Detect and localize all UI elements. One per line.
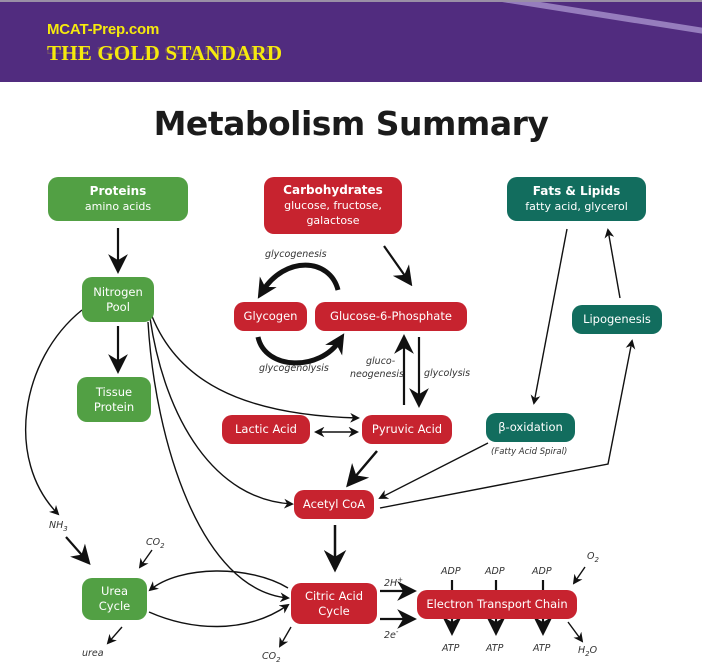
node-nitrogen-pool: Nitrogen Pool — [82, 277, 154, 322]
nitrogen-pool-line2: Pool — [106, 299, 130, 314]
lipogenesis-label: Lipogenesis — [583, 312, 651, 326]
carbohydrates-subtitle-1: glucose, fructose, — [284, 199, 382, 212]
node-urea-cycle: Urea Cycle — [82, 578, 147, 620]
label-adp-3: ADP — [532, 566, 552, 577]
h-plus-sup: + — [397, 576, 404, 584]
arrow-nitrogen-to-citric — [147, 321, 290, 603]
citric-acid-cycle-line2: Cycle — [318, 603, 350, 618]
label-urea: urea — [82, 648, 104, 659]
node-glucose-6-phosphate: Glucose-6-Phosphate — [315, 302, 467, 331]
node-pyruvic-acid: Pyruvic Acid — [362, 415, 452, 444]
label-glycolysis: glycolysis — [424, 368, 471, 379]
arrow-lipogenesis-to-fats — [604, 228, 621, 299]
label-atp-3: ATP — [533, 643, 551, 654]
node-lipogenesis: Lipogenesis — [572, 305, 662, 334]
arrow-glycogenolysis — [255, 333, 345, 366]
label-atp-2: ATP — [486, 643, 504, 654]
header-banner: MCAT-Prep.com THE GOLD STANDARD THE GOLD… — [0, 0, 702, 82]
o2-text: O — [587, 551, 595, 562]
brand-name: THE GOLD STANDARD — [47, 41, 283, 65]
arrow-co2-to-urea — [138, 549, 153, 569]
label-atp-1: ATP — [442, 643, 460, 654]
label-gluconeogenesis-2: neogenesis — [350, 369, 404, 380]
arrow-nitrogen-to-acetyl — [149, 317, 294, 509]
label-gluconeogenesis-1: gluco- — [366, 356, 396, 367]
h-plus-text: 2H — [384, 578, 398, 590]
h2o-h: H — [578, 645, 586, 656]
label-adp-1: ADP — [441, 566, 461, 577]
label-electrons: 2e- — [384, 626, 398, 642]
nitrogen-pool-line1: Nitrogen — [93, 284, 143, 299]
arrow-beta-to-acetyl — [378, 442, 489, 499]
urea-cycle-line2: Cycle — [98, 599, 131, 613]
label-glycogenolysis: glycogenolysis — [259, 363, 329, 374]
arrow-etc-to-h2o — [567, 621, 584, 643]
label-co2-urea: CO2 — [146, 537, 165, 552]
fats-title: Fats & Lipids — [532, 184, 621, 198]
urea-cycle-line1: Urea — [100, 584, 128, 598]
lactic-acid-label: Lactic Acid — [235, 422, 297, 436]
proteins-subtitle: amino acids — [84, 200, 152, 213]
label-o2: O2 — [587, 551, 599, 566]
nh3-sub: 3 — [63, 524, 68, 533]
proteins-title: Proteins — [89, 184, 147, 198]
pyruvic-acid-label: Pyruvic Acid — [371, 422, 443, 436]
electrons-text: 2e — [384, 630, 396, 642]
beta-oxidation-label: β-oxidation — [498, 420, 563, 434]
label-h2o: H2O — [578, 645, 597, 660]
nh3-text: NH — [49, 520, 64, 531]
tissue-protein-line2: Protein — [93, 399, 135, 414]
carbohydrates-subtitle-2: galactose — [306, 214, 360, 227]
label-glycogenesis: glycogenesis — [265, 249, 327, 260]
arrow-nitrogen-to-nh3 — [24, 309, 83, 516]
arrow-o2-to-etc — [572, 566, 586, 585]
brand-site: MCAT-Prep.com — [47, 21, 160, 38]
co2-urea-text: CO — [146, 537, 161, 548]
acetyl-coa-label: Acetyl CoA — [302, 497, 366, 511]
node-electron-transport-chain: Electron Transport Chain — [417, 590, 577, 619]
arrow-urea-to-citric — [148, 603, 290, 628]
label-adp-2: ADP — [485, 566, 505, 577]
beta-oxidation-note: (Fatty Acid Spiral) — [491, 447, 568, 457]
node-acetyl-coa: Acetyl CoA — [294, 490, 374, 519]
etc-label: Electron Transport Chain — [426, 597, 568, 611]
node-proteins: Proteins amino acids — [48, 177, 188, 221]
arrow-carbs-to-g6p — [383, 245, 413, 287]
node-glycogen: Glycogen — [234, 302, 307, 331]
h2o-o: O — [589, 645, 598, 656]
co2-urea-sub: 2 — [160, 541, 165, 550]
label-co2-tca: CO2 — [262, 651, 281, 666]
g6p-label: Glucose-6-Phosphate — [330, 309, 452, 323]
node-tissue-protein: Tissue Protein — [77, 377, 151, 422]
glycogen-label: Glycogen — [243, 309, 298, 323]
tissue-protein-line1: Tissue — [95, 384, 133, 399]
arrow-citric-to-urea — [148, 570, 289, 592]
node-carbohydrates: Carbohydrates glucose, fructose, galacto… — [264, 177, 402, 234]
carbohydrates-title: Carbohydrates — [283, 183, 383, 197]
arrow-urea-out — [106, 626, 123, 645]
fats-subtitle: fatty acid, glycerol — [525, 200, 628, 213]
citric-acid-cycle-line1: Citric Acid — [304, 588, 364, 603]
node-fats-lipids: Fats & Lipids fatty acid, glycerol — [507, 177, 646, 221]
arrow-nh3-to-urea — [65, 536, 91, 565]
label-h-plus: 2H+ — [384, 574, 403, 590]
co2-tca-text: CO — [262, 651, 277, 662]
arrow-fats-to-beta — [530, 228, 568, 405]
page-title: Metabolism Summary — [153, 104, 549, 143]
arrow-glycogenesis — [257, 262, 341, 299]
node-beta-oxidation: β-oxidation — [486, 413, 575, 442]
node-lactic-acid: Lactic Acid — [222, 415, 310, 444]
h2o-sub: 2 — [585, 649, 590, 658]
arrow-acetyl-to-lipogenesis — [379, 339, 636, 509]
node-citric-acid-cycle: Citric Acid Cycle — [291, 583, 377, 624]
label-nh3: NH3 — [49, 520, 68, 535]
arrow-pyruvic-to-acetyl — [346, 450, 378, 488]
arrow-nitrogen-to-pyruvic — [149, 310, 360, 423]
o2-sub: 2 — [594, 555, 599, 564]
electrons-sup: - — [395, 628, 399, 636]
arrow-citric-co2 — [279, 626, 292, 648]
co2-tca-sub: 2 — [276, 655, 281, 664]
